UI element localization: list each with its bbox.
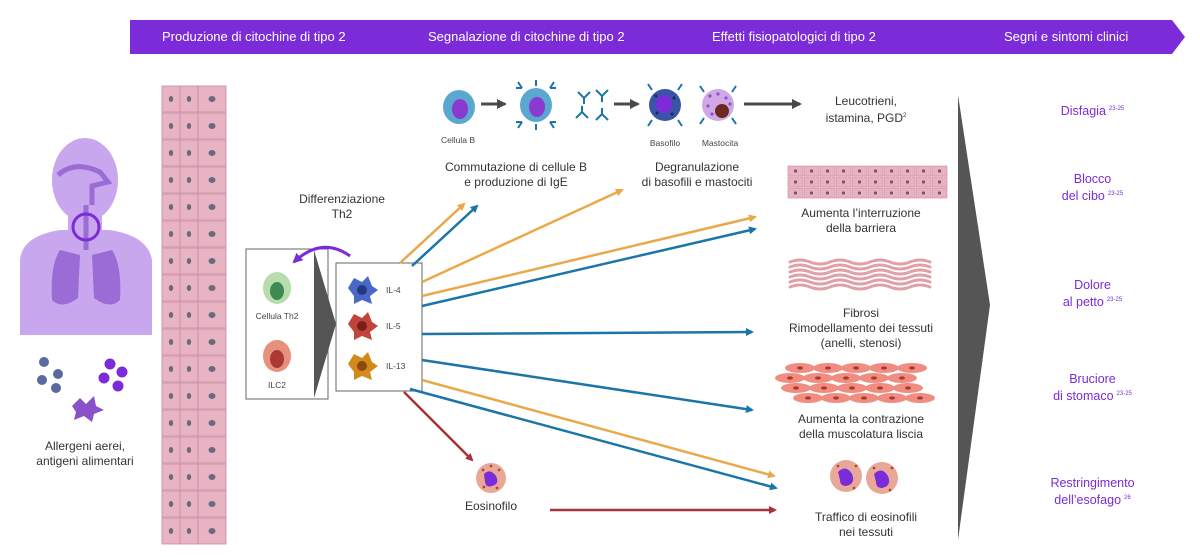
allergens-label: Allergeni aerei, antigeni alimentari: [36, 439, 134, 468]
stage-effects: Effetti fisiopatologici di tipo 2: [712, 29, 876, 44]
b-cell-ige-icon: [516, 80, 556, 130]
differentiation-label: Differenziazione Th2: [299, 192, 385, 221]
allergen-particles-icon: [37, 357, 128, 422]
b-cell-label: Cellula B: [440, 135, 476, 145]
il13-cell-icon: [348, 352, 378, 380]
degranulation-label: Degranulazione di basofili e mastociti: [641, 160, 753, 189]
il5-label: IL-5: [386, 321, 401, 331]
eosinophil-traffic-icon: [830, 460, 898, 494]
smooth-muscle-icon: [775, 363, 935, 403]
eosinophil-label: Eosinofilo: [464, 499, 518, 513]
eosinophil-icon: [476, 463, 506, 493]
epithelium-wall: [161, 85, 227, 545]
b-switch-label: Commutazione di cellule B e produzione d…: [444, 160, 588, 189]
effect-barrier: Aumenta l’interruzione della barriera: [801, 206, 921, 235]
fibrosis-tissue-icon: [788, 258, 932, 291]
pathway-arrows: [399, 188, 778, 514]
effect-contraction: Aumenta la contrazione della muscolatura…: [797, 412, 925, 441]
cytokine-box: [335, 262, 423, 392]
mast-cell-icon: [699, 85, 737, 125]
th2-cell-label: Cellula Th2: [255, 311, 299, 321]
basophil-label: Basofilo: [649, 138, 681, 148]
basophil-icon: [647, 83, 683, 127]
b-cell-icon: [443, 90, 475, 124]
il5-cell-icon: [348, 312, 378, 340]
human-silhouette-icon: [20, 138, 152, 335]
transition-chevron: [314, 250, 336, 398]
ige-antibodies-icon: [575, 89, 609, 121]
ilc2-label: ILC2: [268, 380, 286, 390]
effect-eosinophil-traffic: Traffico di eosinofili nei tessuti: [814, 510, 918, 539]
mediators-label: Leucotrieni, istamina, PGD2: [825, 94, 907, 125]
il13-label: IL-13: [386, 361, 406, 371]
ilc2-cell-icon: [263, 340, 291, 372]
mast-cell-label: Mastocita: [701, 138, 739, 148]
stage-production: Produzione di citochine di tipo 2: [162, 29, 346, 44]
barrier-tissue-icon: [787, 165, 948, 199]
symptoms-chevron: [958, 95, 990, 540]
stage-symptoms: Segni e sintomi clinici: [1004, 29, 1129, 44]
effect-fibrosis: Fibrosi Rimodellamento dei tessuti (anel…: [788, 306, 934, 350]
stage-signaling: Segnalazione di citochine di tipo 2: [428, 29, 625, 44]
th2-cell-icon: [263, 272, 291, 304]
il4-cell-icon: [348, 276, 378, 304]
il4-label: IL-4: [386, 285, 401, 295]
differentiation-arrow: [292, 245, 351, 264]
banner-arrow: [130, 20, 1185, 54]
